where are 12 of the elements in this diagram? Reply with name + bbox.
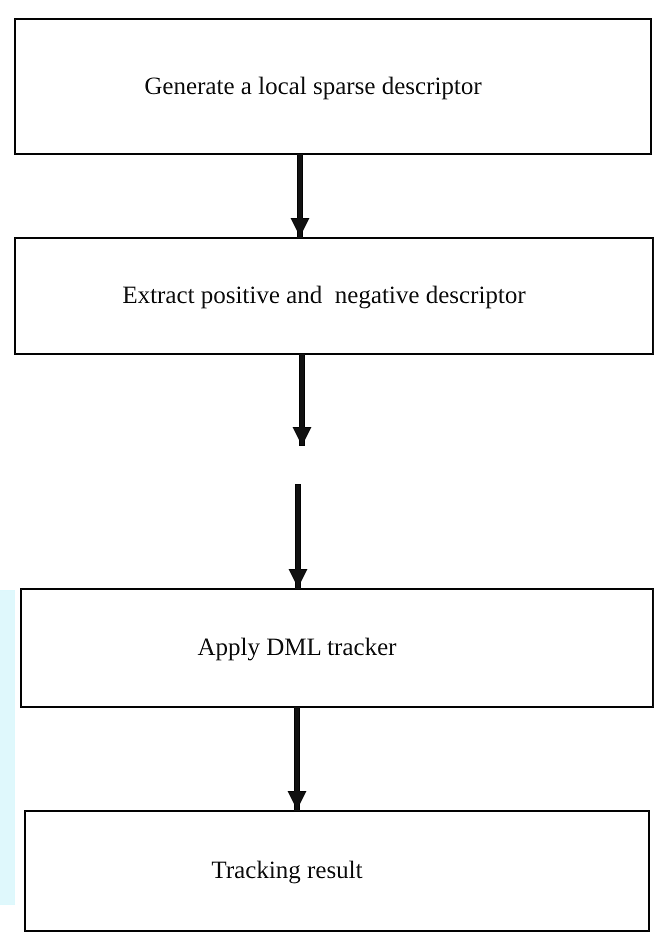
arrow bbox=[288, 484, 308, 588]
process-box bbox=[14, 237, 654, 355]
arrow bbox=[290, 155, 310, 237]
process-box bbox=[20, 588, 654, 708]
process-box bbox=[24, 810, 650, 932]
process-box bbox=[14, 18, 652, 155]
arrow bbox=[287, 708, 307, 810]
box-label: Generate a local sparse descriptor bbox=[144, 72, 482, 100]
box-label: Apply DML tracker bbox=[197, 634, 396, 662]
box-label: Extract positive and negative descriptor bbox=[122, 282, 526, 310]
arrow bbox=[292, 355, 312, 446]
box-label: Tracking result bbox=[211, 857, 363, 885]
